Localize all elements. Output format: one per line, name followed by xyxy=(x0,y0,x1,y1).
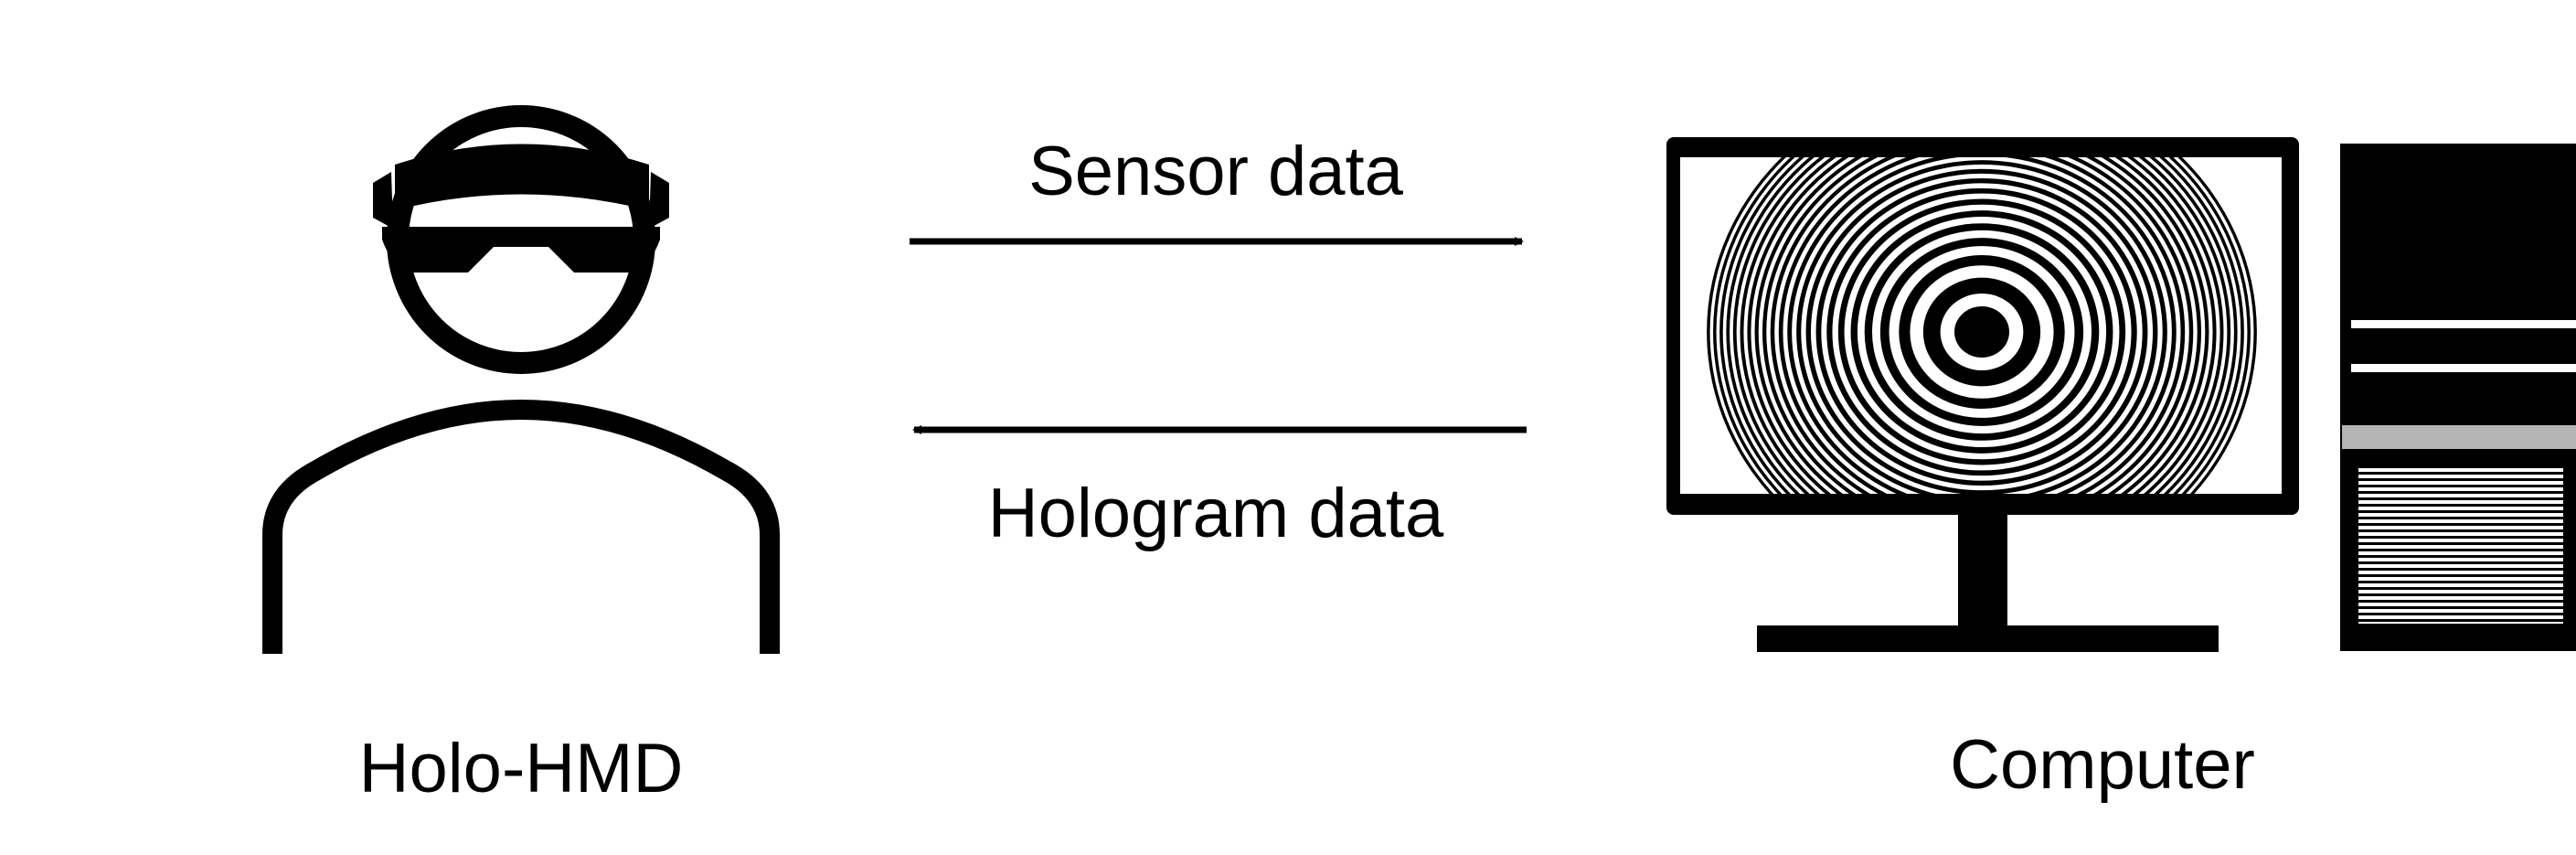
tower-vent xyxy=(2358,468,2563,624)
screen-hologram-pattern xyxy=(1680,157,2282,494)
hmd-side-pad-left xyxy=(373,172,393,229)
hmd-visor xyxy=(382,227,660,273)
hologram-data-label: Hologram data xyxy=(988,475,1444,552)
tower-drive-bay xyxy=(2342,425,2576,449)
hmd-label: Holo-HMD xyxy=(359,730,684,807)
sensor-data-label: Sensor data xyxy=(1028,133,1404,210)
tower-slot-1 xyxy=(2351,320,2576,328)
tower-slot-2 xyxy=(2351,364,2576,372)
desktop-computer-icon xyxy=(1666,137,2576,652)
body-outline xyxy=(262,400,780,654)
hmd-side-pad-right xyxy=(649,172,669,229)
hmd-headband xyxy=(395,144,649,210)
computer-label: Computer xyxy=(1950,726,2255,804)
monitor-neck xyxy=(1958,512,2007,633)
person-with-hmd-icon xyxy=(262,105,780,654)
computer-tower xyxy=(2340,144,2576,651)
monitor-base xyxy=(1757,625,2219,652)
